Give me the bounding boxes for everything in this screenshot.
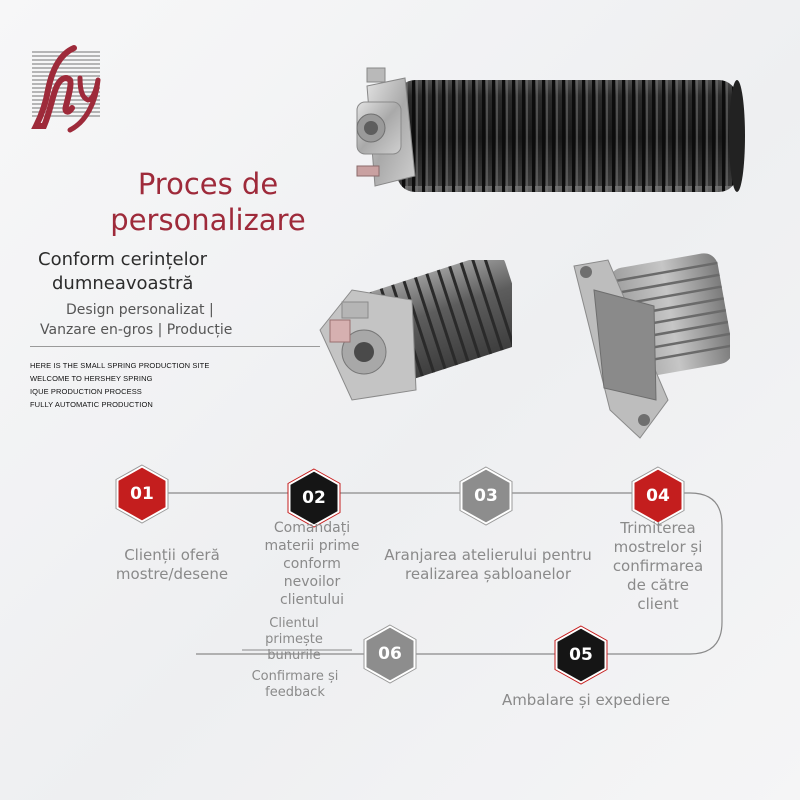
tagline-3: IQUE PRODUCTION PROCESS — [30, 387, 142, 396]
step-01-number: 01 — [130, 484, 154, 504]
step-05-hexagon: 05 — [553, 625, 609, 685]
step-04-hexagon: 04 — [630, 466, 686, 526]
spring-plate-photo — [570, 250, 733, 440]
services-line1: Design personalizat | — [66, 302, 214, 318]
services-line2: Vanzare en-gros | Producție — [40, 322, 233, 338]
divider — [30, 346, 320, 347]
step-02-number: 02 — [302, 488, 326, 508]
subtitle-line2: dumneavoastră — [52, 273, 194, 294]
step-03-hexagon: 03 — [458, 466, 514, 526]
torsion-spring-photo — [345, 66, 745, 196]
tagline-2: WELCOME TO HERSHEY SPRING — [30, 374, 153, 383]
step-05-number: 05 — [569, 645, 593, 665]
hexagon-icon — [459, 466, 513, 526]
spring-cone-photo — [312, 253, 528, 410]
hexagon-icon — [287, 468, 341, 528]
step-06-hexagon: 06 — [362, 624, 418, 684]
step-04-number: 04 — [646, 486, 670, 506]
hexagon-icon — [631, 466, 685, 526]
page-title-line1: Proces de — [137, 167, 279, 201]
hexagon-icon — [554, 625, 608, 685]
hexagon-icon — [115, 464, 169, 524]
page-title-line2: personalizare — [110, 203, 306, 237]
hexagon-icon — [363, 624, 417, 684]
step-05-description: Ambalare și expediere — [501, 691, 671, 709]
hy-logo-icon — [31, 45, 101, 133]
tagline-4: FULLY AUTOMATIC PRODUCTION — [30, 400, 153, 409]
step-03-number: 03 — [474, 486, 498, 506]
subtitle-line1: Conform cerințelor — [38, 249, 208, 270]
brand-logo — [30, 42, 102, 134]
step-06-number: 06 — [378, 644, 402, 664]
step-02-hexagon: 02 — [286, 468, 342, 528]
step-01-hexagon: 01 — [114, 464, 170, 524]
tagline-1: HERE IS THE SMALL SPRING PRODUCTION SITE — [30, 361, 210, 370]
